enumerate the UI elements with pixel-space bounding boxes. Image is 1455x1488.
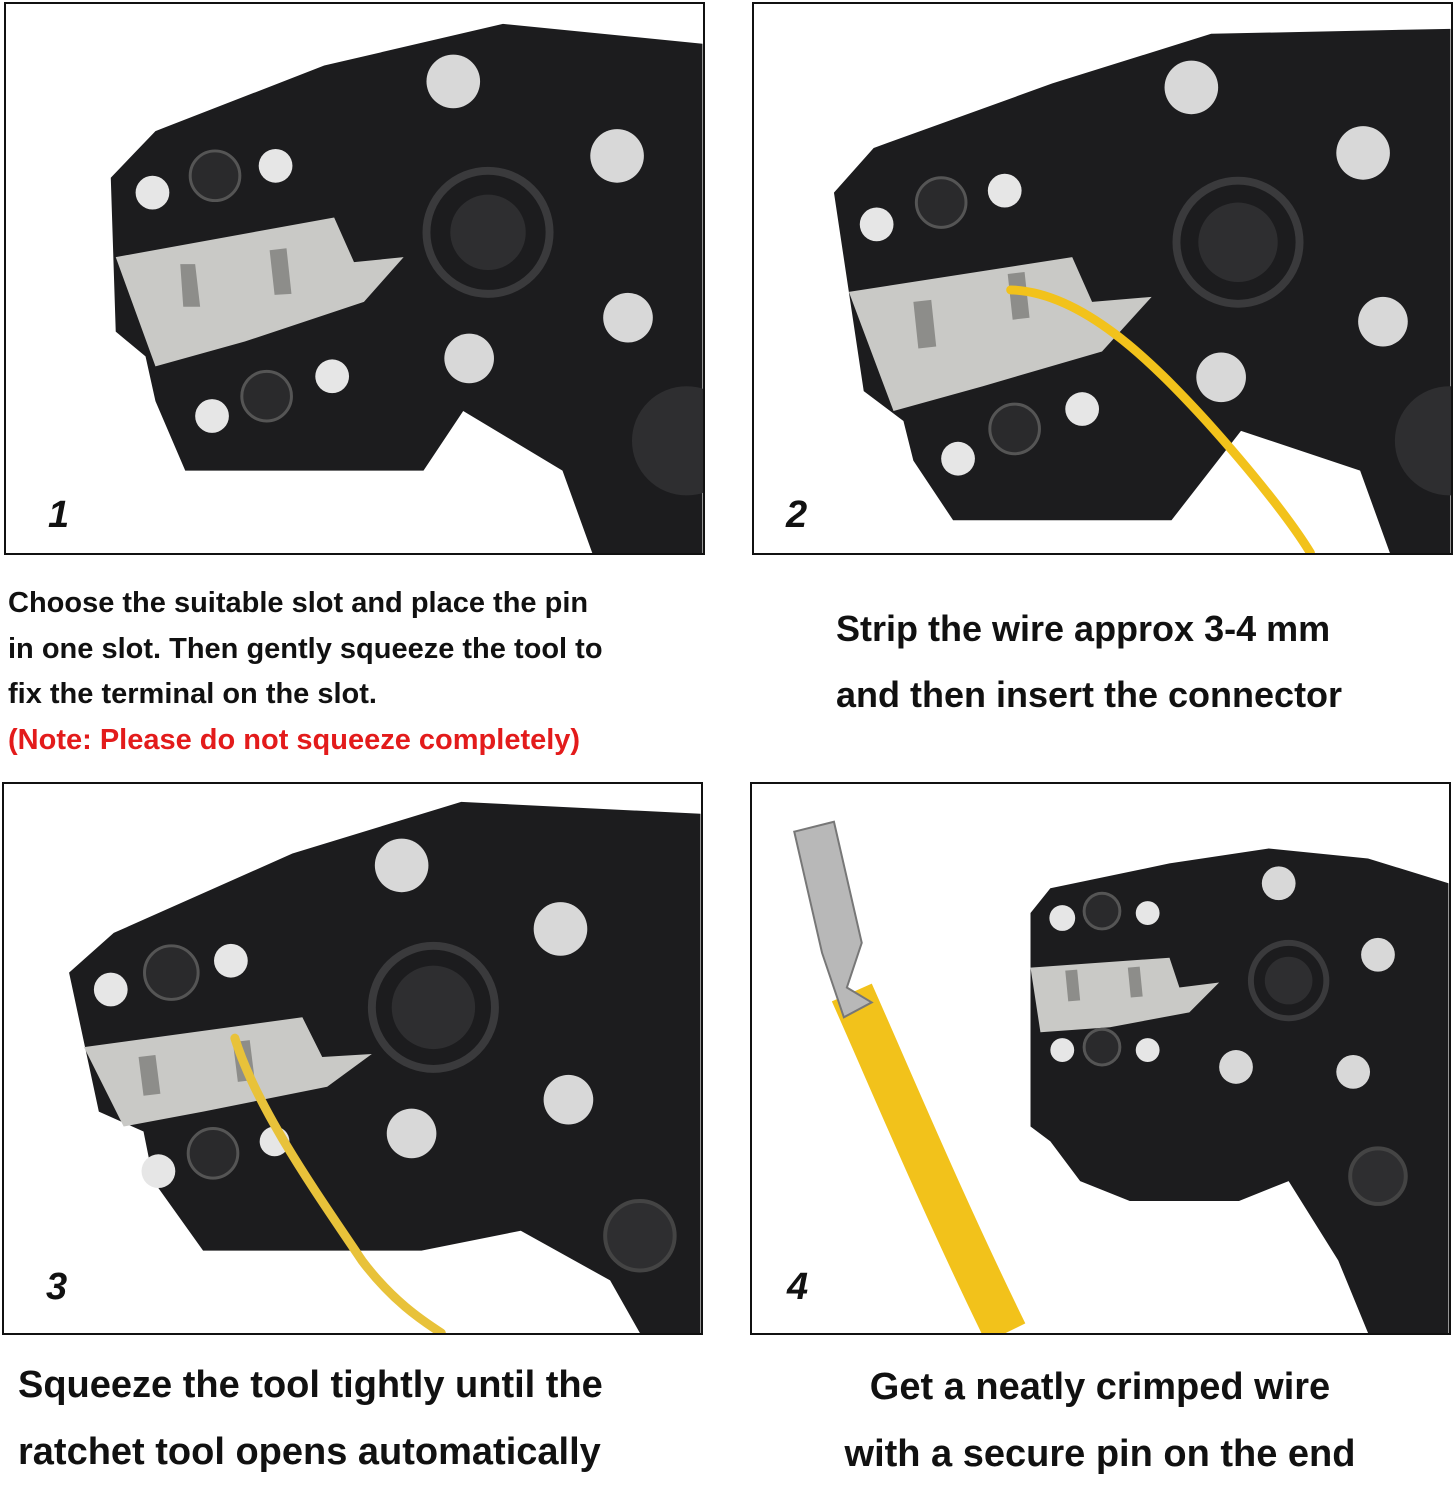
caption-line: Strip the wire approx 3-4 mm	[836, 608, 1331, 649]
caption-line: Choose the suitable slot and place the p…	[8, 587, 589, 619]
caption-line: in one slot. Then gently squeeze the too…	[8, 632, 603, 665]
crimping-tool-wire-insert-icon	[833, 28, 1451, 553]
step-number: 3	[46, 1266, 68, 1308]
caption-line: with a secure pin on the end	[844, 1433, 1356, 1475]
step-4-caption: Get a neatly crimped wire with a secure …	[800, 1354, 1400, 1488]
crimped-wire-result-icon	[793, 820, 1449, 1333]
step-1-caption: Choose the suitable slot and place the p…	[8, 581, 708, 763]
caption-line: Get a neatly crimped wire	[869, 1366, 1331, 1408]
step-3-caption: Squeeze the tool tightly until the ratch…	[18, 1352, 603, 1486]
step-2-panel: 2	[752, 2, 1453, 555]
warning-note: (Note: Please do not squeeze completely)	[8, 723, 581, 756]
crimping-tool-empty-icon	[110, 23, 703, 553]
step-3-panel: 3	[2, 782, 703, 1335]
caption-line: ratchet tool opens automatically	[18, 1431, 601, 1473]
caption-line: fix the terminal on the slot.	[8, 678, 377, 710]
step-number: 2	[786, 494, 808, 536]
step-4-panel: 4	[750, 782, 1451, 1335]
step-number: 4	[787, 1266, 809, 1308]
step-2-caption: Strip the wire approx 3-4 mm and then in…	[836, 596, 1342, 728]
crimping-tool-squeeze-icon	[69, 801, 701, 1333]
step-number: 1	[48, 494, 70, 536]
caption-line: Squeeze the tool tightly until the	[18, 1364, 603, 1406]
step-1-panel: 1	[4, 2, 705, 555]
caption-line: and then insert the connector	[836, 674, 1343, 715]
